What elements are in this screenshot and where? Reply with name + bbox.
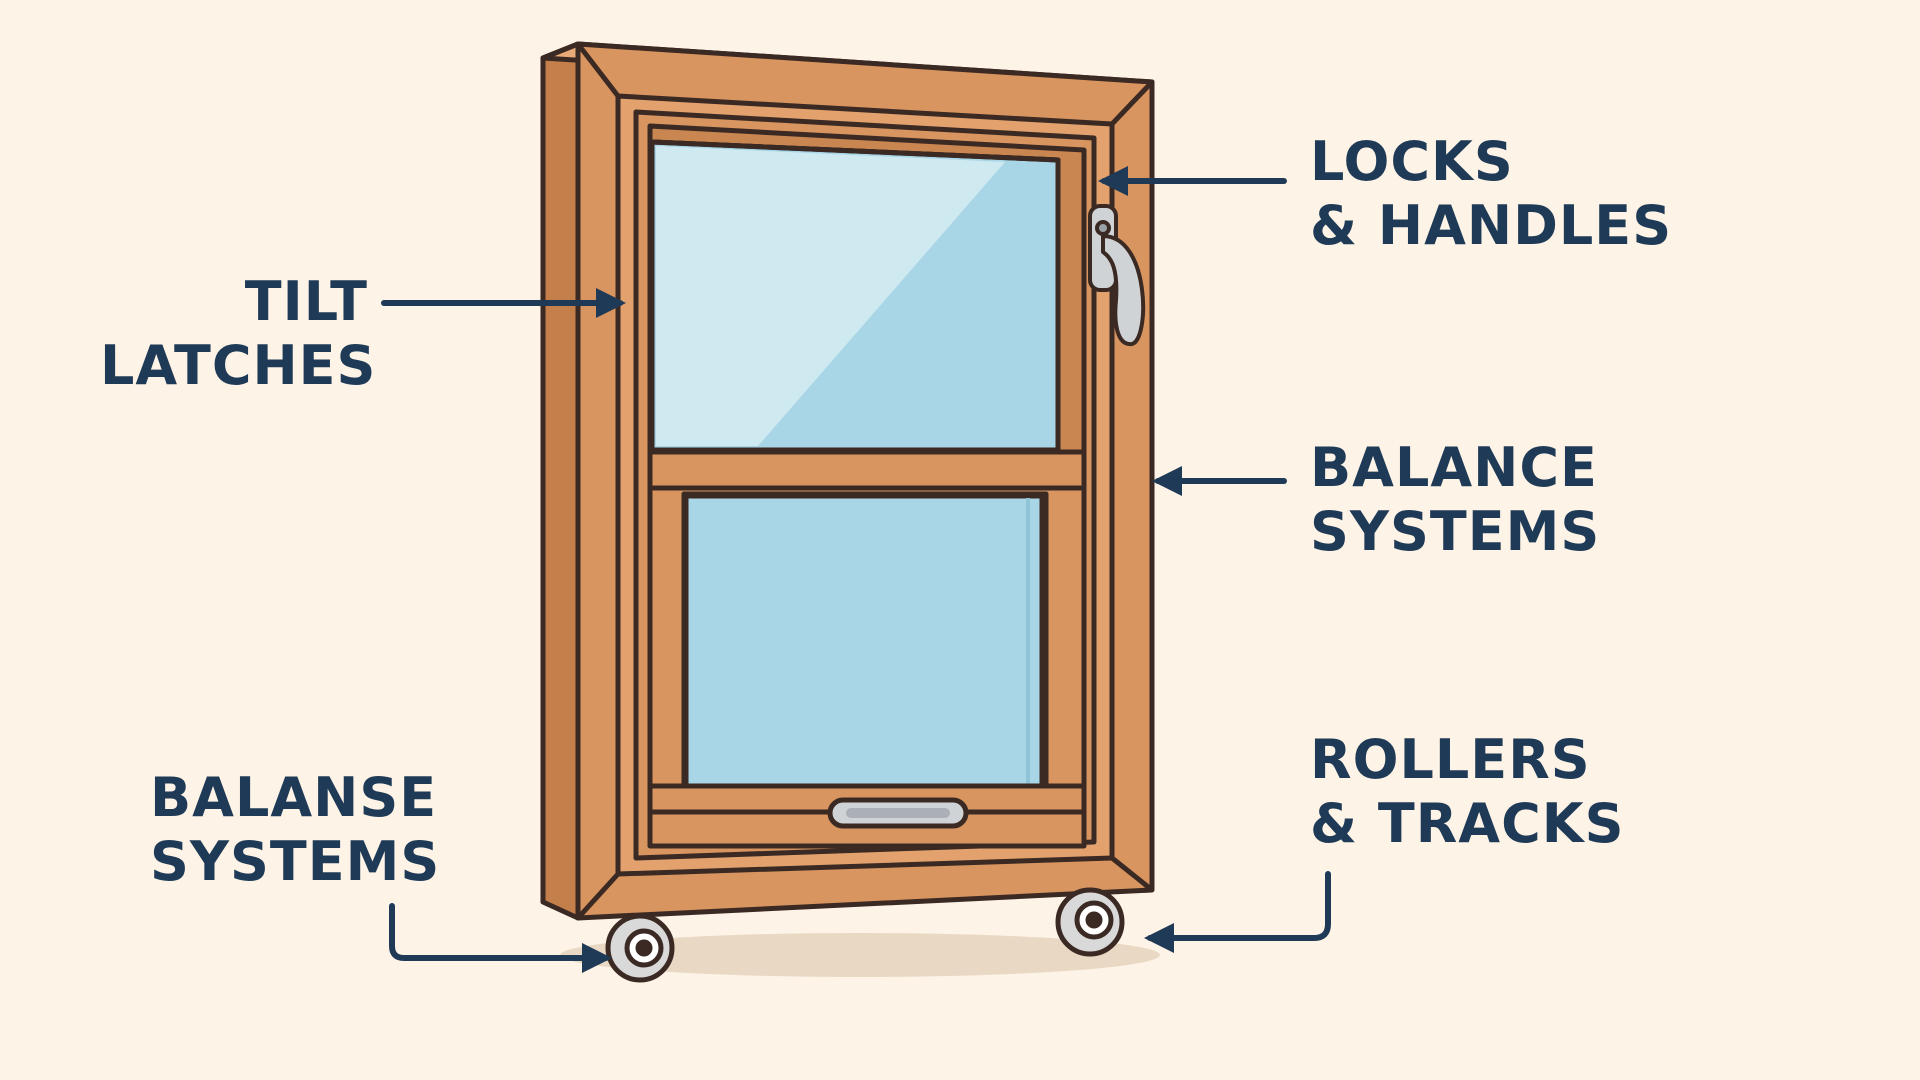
- label-balance-systems-line2: SYSTEMS: [1310, 500, 1601, 563]
- ground-shadow: [560, 933, 1160, 977]
- label-balance-systems: BALANCE SYSTEMS: [1310, 436, 1600, 564]
- callout-arrows: [381, 166, 1331, 973]
- label-rollers-tracks-line1: ROLLERS: [1310, 728, 1591, 791]
- label-tilt-latches: TILT LATCHES: [100, 270, 377, 398]
- label-tilt-latches-line2: LATCHES: [100, 334, 377, 397]
- label-balanse-systems-line1: BALANSE: [150, 766, 438, 829]
- double-hung-window-icon: [540, 41, 1155, 921]
- arrow-balanse-systems: [389, 903, 612, 973]
- window-handle-icon: [1088, 204, 1146, 346]
- label-locks-handles: LOCKS & HANDLES: [1310, 130, 1672, 258]
- arrow-rollers-tracks: [1144, 871, 1331, 953]
- label-rollers-tracks: ROLLERS & TRACKS: [1310, 728, 1624, 856]
- label-balance-systems-line1: BALANCE: [1310, 436, 1598, 499]
- label-balanse-systems-line2: SYSTEMS: [150, 830, 441, 893]
- label-balanse-systems: BALANSE SYSTEMS: [150, 766, 440, 894]
- label-tilt-latches-line1: TILT: [244, 270, 368, 333]
- label-locks-handles-line2: & HANDLES: [1310, 194, 1673, 257]
- roller-wheel-icon: [605, 913, 675, 983]
- label-rollers-tracks-line2: & TRACKS: [1310, 792, 1625, 855]
- label-locks-handles-line1: LOCKS: [1310, 130, 1514, 193]
- roller-wheel-icon: [1055, 887, 1125, 957]
